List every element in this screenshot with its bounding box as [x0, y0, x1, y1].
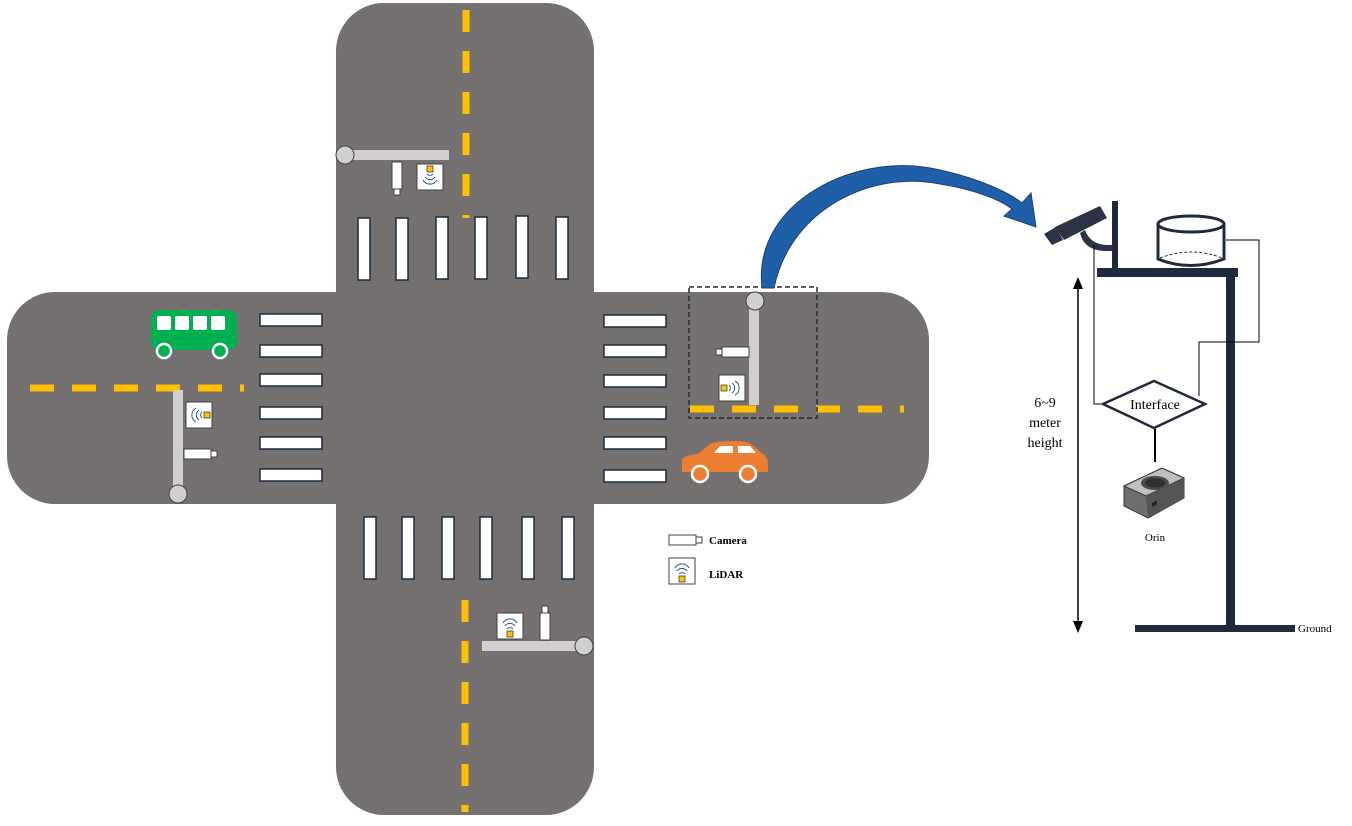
- interface-box: [1100, 379, 1208, 430]
- orin-module-icon: [1122, 467, 1186, 519]
- lidar-icon: [416, 163, 444, 191]
- intersection-road: [7, 3, 929, 815]
- lidar-icon: [496, 612, 524, 640]
- orin-label: Orin: [1145, 532, 1166, 544]
- wiring: [1093, 239, 1260, 462]
- legend-camera-icon: [668, 534, 703, 546]
- lidar-icon: [185, 401, 213, 429]
- lidar-icon: [1156, 214, 1226, 267]
- lane-markings: [30, 10, 904, 812]
- mount-crossarm: [1097, 268, 1238, 277]
- ground-base: [1135, 625, 1295, 632]
- legend-lidar-icon: [668, 557, 696, 585]
- lidar-icon: [718, 374, 746, 402]
- camera-icon: [183, 448, 218, 460]
- legend: Camera LiDAR: [668, 534, 747, 585]
- zoom-arrow: [760, 165, 1037, 289]
- camera-icon: [715, 346, 750, 358]
- height-label-line1: 6~9: [1034, 396, 1056, 411]
- ground-label: Ground: [1298, 623, 1332, 635]
- camera-icon: [539, 605, 551, 641]
- bus-icon: [151, 310, 237, 360]
- interface-label: Interface: [1130, 398, 1180, 413]
- sensor-pole-west: [168, 390, 218, 504]
- legend-camera-label: Camera: [709, 535, 747, 547]
- pole-diagram: Interface Orin 6~9 meter height Ground: [1028, 201, 1332, 635]
- selection-box: [688, 286, 818, 419]
- camera-icon: [1044, 206, 1112, 251]
- mount-pole: [1226, 269, 1235, 630]
- camera-icon: [391, 161, 403, 196]
- height-label-line3: height: [1028, 436, 1063, 451]
- sensor-pole-south: [482, 605, 594, 656]
- car-icon: [682, 441, 768, 484]
- sensor-pole-north: [335, 145, 449, 196]
- sensor-pole-east: [715, 291, 765, 405]
- height-indicator: [1073, 277, 1083, 633]
- height-label-line2: meter: [1029, 416, 1061, 431]
- legend-lidar-label: LiDAR: [709, 569, 744, 581]
